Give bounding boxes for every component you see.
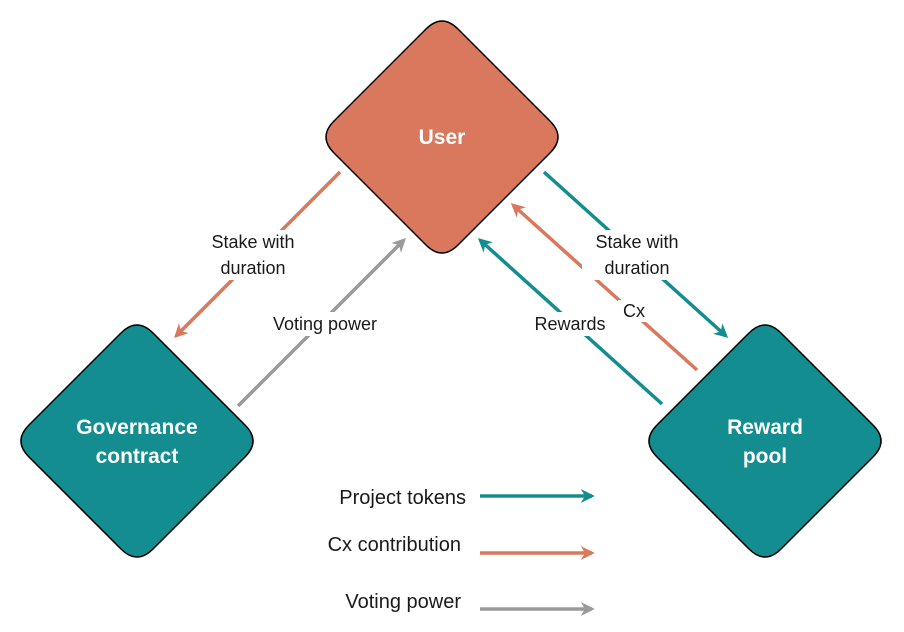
legend-item-cx-contribution: Cx contribution [328,534,595,560]
edge-reward-pool-to-user-cx [510,203,699,372]
governance-node-label-line1: Governance [76,416,197,439]
governance-node-label-line2: contract [96,445,179,468]
legend-item-project-tokens: Project tokens [339,487,595,509]
svg-text:Voting power: Voting power [273,314,377,334]
legend-label-project-tokens: Project tokens [339,487,466,509]
edge-label-stake-reward-pool: Stake with duration [582,230,692,280]
legend-label-voting-power: Voting power [345,591,461,613]
edge-label-rewards: Rewards [524,312,616,336]
svg-text:Rewards: Rewards [534,314,605,334]
reward-pool-node: Reward pool [648,324,882,558]
reward-pool-node-label-line2: pool [743,445,787,468]
svg-text:Cx: Cx [623,301,645,321]
user-node: User [325,20,559,254]
reward-pool-node-label-line1: Reward [727,416,803,439]
legend-item-voting-power: Voting power [345,591,595,616]
user-node-label: User [419,126,466,149]
edge-label-cx: Cx [618,300,650,322]
svg-text:Stake with: Stake with [211,232,294,252]
legend-label-cx-contribution: Cx contribution [328,534,461,556]
svg-text:Stake with: Stake with [595,232,678,252]
edge-label-voting-power: Voting power [262,312,388,336]
legend: Project tokens Cx contribution Voting po… [328,487,595,616]
svg-text:duration: duration [220,258,285,278]
edge-label-stake-governance: Stake with duration [198,230,308,280]
governance-contract-node: Governance contract [20,324,254,558]
svg-text:duration: duration [604,258,669,278]
